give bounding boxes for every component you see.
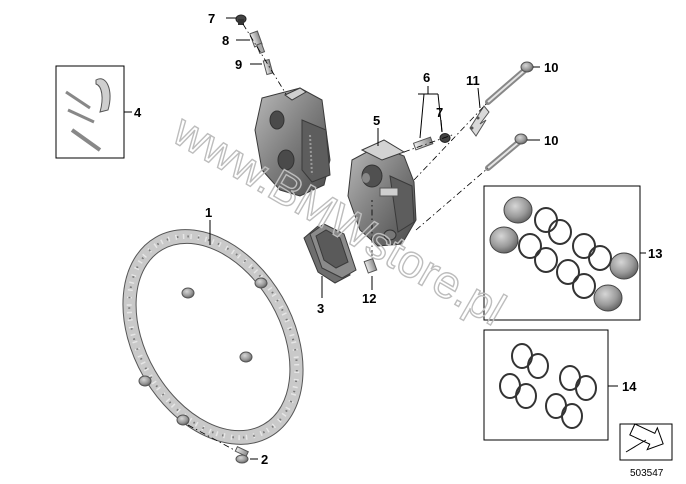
callout-8: 8 [222, 33, 229, 48]
callout-3: 3 [317, 301, 324, 316]
piston [489, 196, 639, 312]
callout-10-lower: 10 [544, 133, 558, 148]
brake-caliper-upper [254, 87, 331, 197]
callout-9: 9 [235, 57, 242, 72]
kit-box-14 [483, 329, 609, 441]
callout-12: 12 [362, 291, 376, 306]
callout-4: 4 [134, 105, 142, 120]
callout-2: 2 [261, 452, 268, 467]
brake-caliper-lower [347, 139, 417, 247]
disc-bolt [187, 424, 249, 464]
seal-ring [499, 343, 597, 429]
arrow-box-icon [619, 423, 673, 461]
callout-5: 5 [373, 113, 380, 128]
kit-box-4 [55, 65, 132, 159]
leader-lines [209, 17, 646, 460]
callout-7-lower: 7 [436, 105, 443, 120]
spring-clip [469, 105, 490, 137]
bleed-cap-top [235, 14, 247, 25]
callout-7-upper: 7 [208, 11, 215, 26]
brake-disc [122, 229, 304, 445]
guide-pin [363, 200, 378, 274]
callout-13: 13 [648, 246, 662, 261]
caliper-bolt-upper [485, 61, 534, 105]
brake-pads [303, 223, 357, 284]
disc-carrier-lugs [138, 277, 268, 426]
kit-box-13 [483, 185, 641, 321]
callout-10-upper: 10 [544, 60, 558, 75]
callout-11: 11 [466, 73, 480, 88]
callout-14: 14 [622, 379, 637, 394]
callout-1: 1 [205, 205, 212, 220]
caliper-bolt-lower [485, 133, 528, 171]
bleed-screw-top [262, 58, 274, 76]
reference-number: 503547 [630, 468, 664, 479]
callout-6: 6 [423, 70, 430, 85]
callout-labels: 1 2 3 4 5 6 7 7 8 9 10 10 11 12 13 14 [134, 11, 662, 467]
seal-ring [518, 207, 612, 299]
bleed-valve-top [249, 30, 266, 55]
